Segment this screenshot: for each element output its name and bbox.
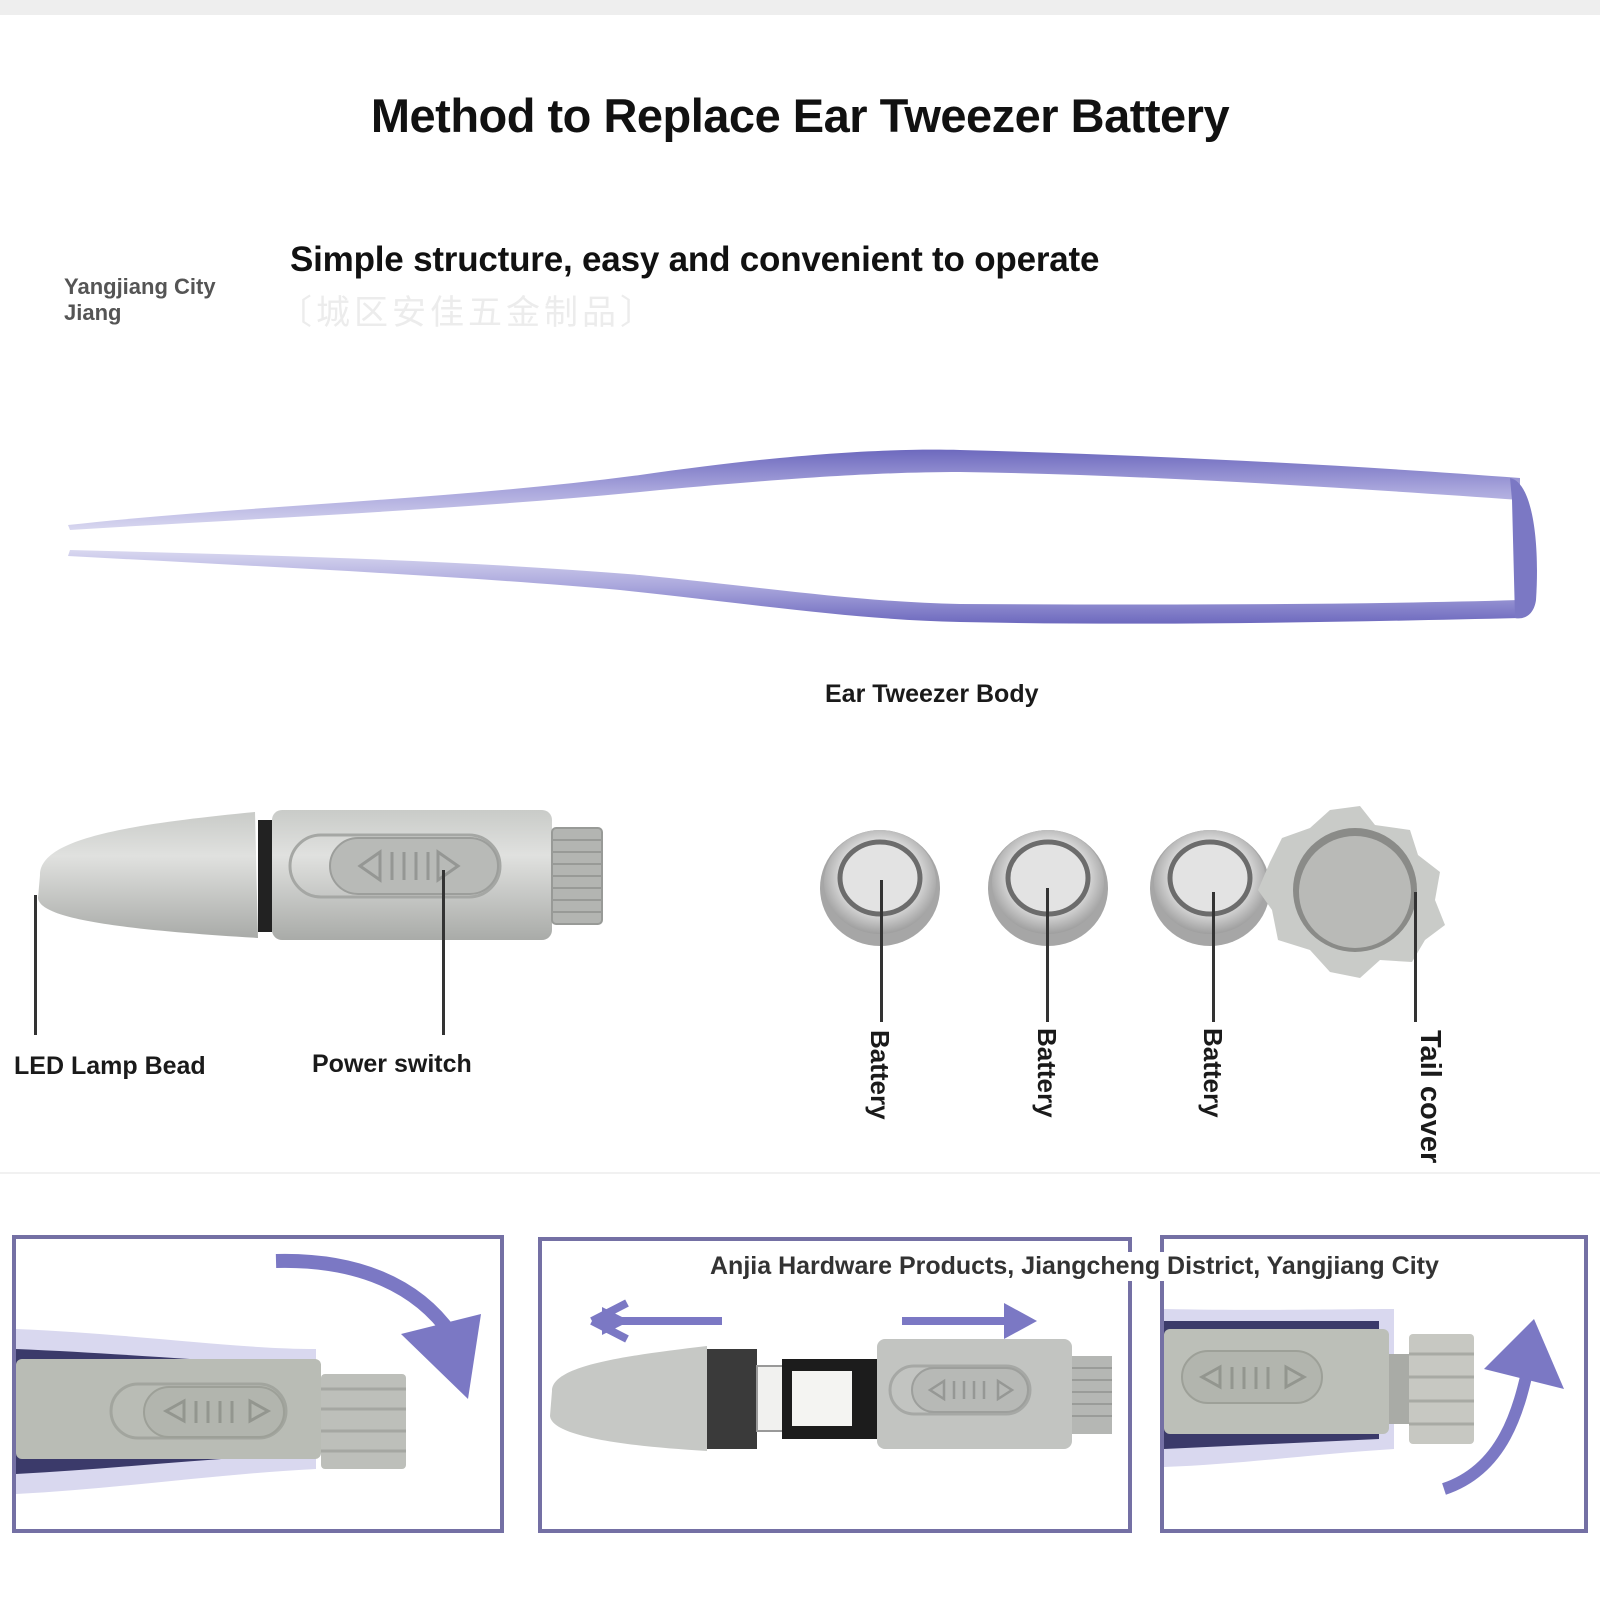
tweezer-body-illustration [68,449,1537,624]
company-caption: Anjia Hardware Products, Jiangcheng Dist… [706,1252,1443,1281]
step-2-frame [538,1237,1132,1533]
switch-track [288,833,502,899]
tweezer-hinge [1510,478,1537,619]
battery-3-leader [1212,892,1215,1022]
switch-slider [329,837,499,895]
led-cap [38,812,258,938]
tail-cover-label: Tail cover [1414,1030,1446,1164]
switch-arrows [357,849,461,883]
step-1-frame [12,1235,504,1533]
battery-3-label: Battery [1198,1028,1228,1118]
step-3-illustration [1164,1309,1564,1495]
page-title: Method to Replace Ear Tweezer Battery [370,89,1230,142]
led-lamp-bead-label: LED Lamp Bead [14,1052,206,1080]
tail-cover [1258,806,1445,978]
battery-2-label: Battery [1032,1028,1062,1118]
thread-end [551,827,603,925]
battery-3 [1150,830,1270,946]
light-module-illustration [38,810,603,940]
step-2-illustration [550,1299,1112,1451]
page-subtitle: Simple structure, easy and convenient to… [290,240,1100,279]
step-3-frame [1160,1235,1588,1533]
tail-cover-leader [1414,892,1417,1022]
ghost-watermark-text: 〔城区安佳五金制品〕 [278,294,658,332]
led-leader-line [34,895,37,1035]
switch-leader-line [442,870,445,1035]
top-band [0,0,1600,15]
watermark-line-1: Yangjiang City [64,274,216,299]
battery-1-label: Battery [865,1030,895,1120]
tweezer-upper-arm [68,449,1520,530]
batteries-illustration [820,806,1445,978]
watermark: Yangjiang City Jiang [64,274,216,326]
tweezer-lower-arm [68,550,1520,624]
battery-2-leader [1046,888,1049,1022]
battery-1-leader [880,880,883,1022]
section-divider [0,1172,1600,1174]
watermark-line-2: Jiang [64,300,122,325]
tweezer-body-label: Ear Tweezer Body [825,680,1039,708]
led-gap [258,820,272,932]
step-1-illustration [16,1253,481,1494]
power-switch-label: Power switch [312,1050,472,1078]
